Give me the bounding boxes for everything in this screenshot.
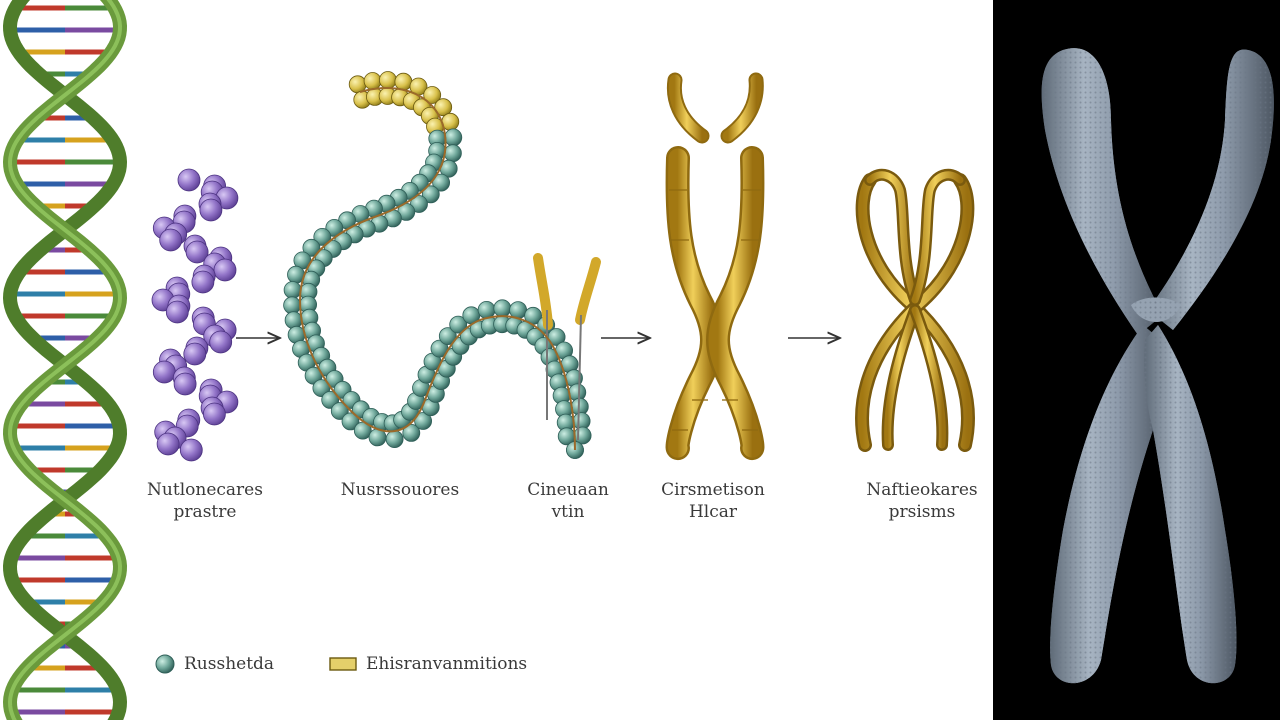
nucleosome-bead <box>202 402 226 426</box>
nucleosome-bead <box>443 144 462 163</box>
stage-label-2: Nusrssouores <box>325 479 475 501</box>
stage-label-1-line2: prastre <box>173 502 237 522</box>
chromatid-top-left-fill <box>668 74 708 142</box>
chromatid-top-right-fill <box>722 74 762 142</box>
nucleosome-coil <box>151 168 239 462</box>
legend-swatch-bar <box>329 657 357 671</box>
stage-label-5-line2: prsisms <box>888 502 956 522</box>
chromosome-3d <box>1041 48 1274 684</box>
nucleosome-bead <box>423 86 442 104</box>
linker-dna-thread <box>298 87 576 451</box>
nucleosome-bead <box>438 327 457 346</box>
condensed-chromosome-loops <box>855 168 975 452</box>
nucleosome-bead <box>414 412 433 430</box>
nucleosome-bead <box>330 402 349 420</box>
nucleosome-bead <box>378 71 397 89</box>
nucleosome-bead <box>209 330 233 354</box>
chromatid-left <box>668 148 722 458</box>
nucleosome-bead <box>547 328 566 346</box>
stage-label-5-line1: Naftieokares <box>866 480 978 500</box>
stage-label-5: Naftieokares prsisms <box>852 479 992 523</box>
stage-label-1: Nutlonecares prastre <box>140 479 270 523</box>
nucleosome-bead <box>165 300 189 324</box>
stage-label-4-line2: Hlcar <box>688 502 738 522</box>
legend-label-1: Russhetda <box>184 654 275 674</box>
dna-double-helix <box>2 0 128 720</box>
helix-strand-back <box>2 0 128 720</box>
chromatid-right <box>708 148 762 458</box>
nucleosome-beads <box>283 71 592 459</box>
nucleosome-bead <box>213 258 237 282</box>
nucleosome-bead <box>156 432 180 456</box>
nucleosome-bead <box>341 412 360 431</box>
fiber-thread-right <box>577 314 582 441</box>
nucleosome-bead <box>185 240 209 264</box>
nucleosome-bead <box>477 300 496 319</box>
nucleosome-bead <box>313 227 332 246</box>
stage-label-3: Cineuaan vtin <box>508 479 628 523</box>
chromosome-3d-panel <box>993 0 1280 720</box>
stage-label-4-line1: Cirsmetison <box>661 480 765 500</box>
nucleosome-bead <box>191 270 215 294</box>
fiber-strand-right <box>575 257 601 325</box>
nucleosome-bead <box>421 185 440 204</box>
nucleosome-bead <box>177 168 201 192</box>
nucleosome-bead <box>199 198 223 222</box>
stage-label-4: Cirsmetison Hlcar <box>648 479 778 523</box>
nucleosome-bead <box>159 228 183 252</box>
nucleosome-bead <box>493 299 512 318</box>
nucleosome-bead <box>363 72 382 90</box>
stage-label-3-line1: Cineuaan <box>527 480 609 500</box>
stage-label-2-line1: Nusrssouores <box>340 480 460 500</box>
nucleosome-bead <box>179 438 203 462</box>
nucleosome-bead <box>183 342 207 366</box>
nucleosome-bead <box>449 315 468 334</box>
nucleosome-bead <box>284 311 303 330</box>
chromatin-stages-illustration <box>151 71 975 674</box>
nucleosome-bead <box>283 296 302 315</box>
nucleosome-bead <box>173 372 197 396</box>
legend-label-2: Ehisranvanmitions <box>366 654 528 674</box>
chromatid-pair <box>665 72 765 461</box>
nucleosome-bead <box>152 360 176 384</box>
nucleosome-bead <box>410 195 428 213</box>
nucleosome-bead <box>444 128 463 147</box>
helix-strand-highlight <box>7 0 123 720</box>
stage-label-3-line2: vtin <box>551 502 585 522</box>
stage-label-1-line1: Nutlonecares <box>147 480 263 500</box>
nucleosome-bead <box>385 430 404 449</box>
nucleosome-bead <box>432 173 451 192</box>
nucleosome-bead <box>302 238 321 257</box>
legend-swatch-bead <box>155 654 175 674</box>
nucleosome-bead <box>283 281 302 299</box>
nucleosome-bead <box>402 423 421 442</box>
chromatid-bands <box>669 189 761 431</box>
chromatin-fiber <box>533 253 601 441</box>
